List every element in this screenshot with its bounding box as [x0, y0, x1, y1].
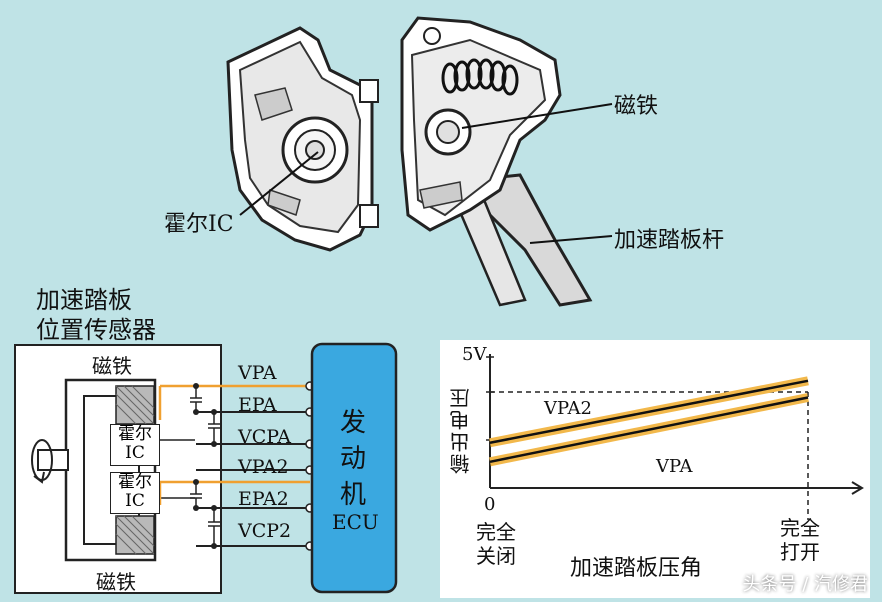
chart-series-group	[489, 376, 809, 467]
chart-x-start-line2: 关闭	[476, 544, 516, 568]
series-label-vpa2: VPA2	[544, 398, 592, 419]
hall-ic-bottom-line1: 霍尔	[118, 472, 152, 492]
wire-label-vpa2: VPA2	[238, 456, 289, 478]
hall-ic-top-line2: IC	[125, 443, 145, 463]
chart-x-end-line2: 打开	[780, 540, 820, 564]
chart-ylabel: 输出电压	[449, 386, 473, 474]
series-line-vpa	[489, 396, 809, 464]
magnet-top-label: 磁铁	[92, 354, 132, 378]
chart-xlabel: 加速踏板压角	[570, 556, 703, 581]
hall-ic-top-line1: 霍尔	[118, 424, 152, 444]
ecu-box	[310, 342, 398, 594]
hall-ic-bottom: 霍尔 IC	[110, 472, 160, 514]
sensor-housing-illustration	[226, 26, 379, 252]
magnet-label: 磁铁	[614, 94, 659, 119]
ecu-label-line3: 机	[340, 480, 367, 510]
chart-x-start-line1: 完全	[476, 520, 516, 544]
watermark: 头条号 / 汽修君	[742, 574, 868, 595]
magnet-bottom-label: 磁铁	[96, 570, 136, 594]
sensor-title-line1: 加速踏板	[36, 286, 132, 314]
magnet-leader	[461, 103, 613, 129]
wire-label-epa2: EPA2	[238, 488, 289, 510]
pedal-lever-leader	[529, 235, 613, 244]
rotation-arrow-icon	[31, 439, 53, 484]
ecu-label-line4: ECU	[332, 510, 379, 534]
series-line-vpa2	[489, 379, 809, 444]
sensor-title-line2: 位置传感器	[36, 316, 156, 344]
chart-x-origin-label: 0	[484, 494, 496, 515]
sensor-block	[14, 344, 222, 594]
hall-ic-leader	[239, 151, 319, 216]
hall-ic-label: 霍尔IC	[164, 212, 234, 237]
wire-label-vcpa: VCPA	[238, 426, 292, 448]
wire-label-epa: EPA	[238, 394, 277, 416]
chart-y-top-label: 5V	[462, 344, 487, 365]
pedal-assembly-illustration	[400, 16, 593, 307]
hall-ic-bottom-line2: IC	[125, 491, 145, 511]
series-label-vpa: VPA	[656, 456, 693, 477]
wire-label-vcp2: VCP2	[238, 520, 292, 542]
chart-x-end-line1: 完全	[780, 516, 820, 540]
wire-label-vpa: VPA	[238, 362, 277, 384]
ecu-label-line1: 发	[340, 408, 367, 438]
ecu-label-line2: 动	[340, 444, 367, 474]
hall-ic-top: 霍尔 IC	[110, 424, 160, 466]
pedal-lever-label: 加速踏板杆	[614, 228, 725, 253]
